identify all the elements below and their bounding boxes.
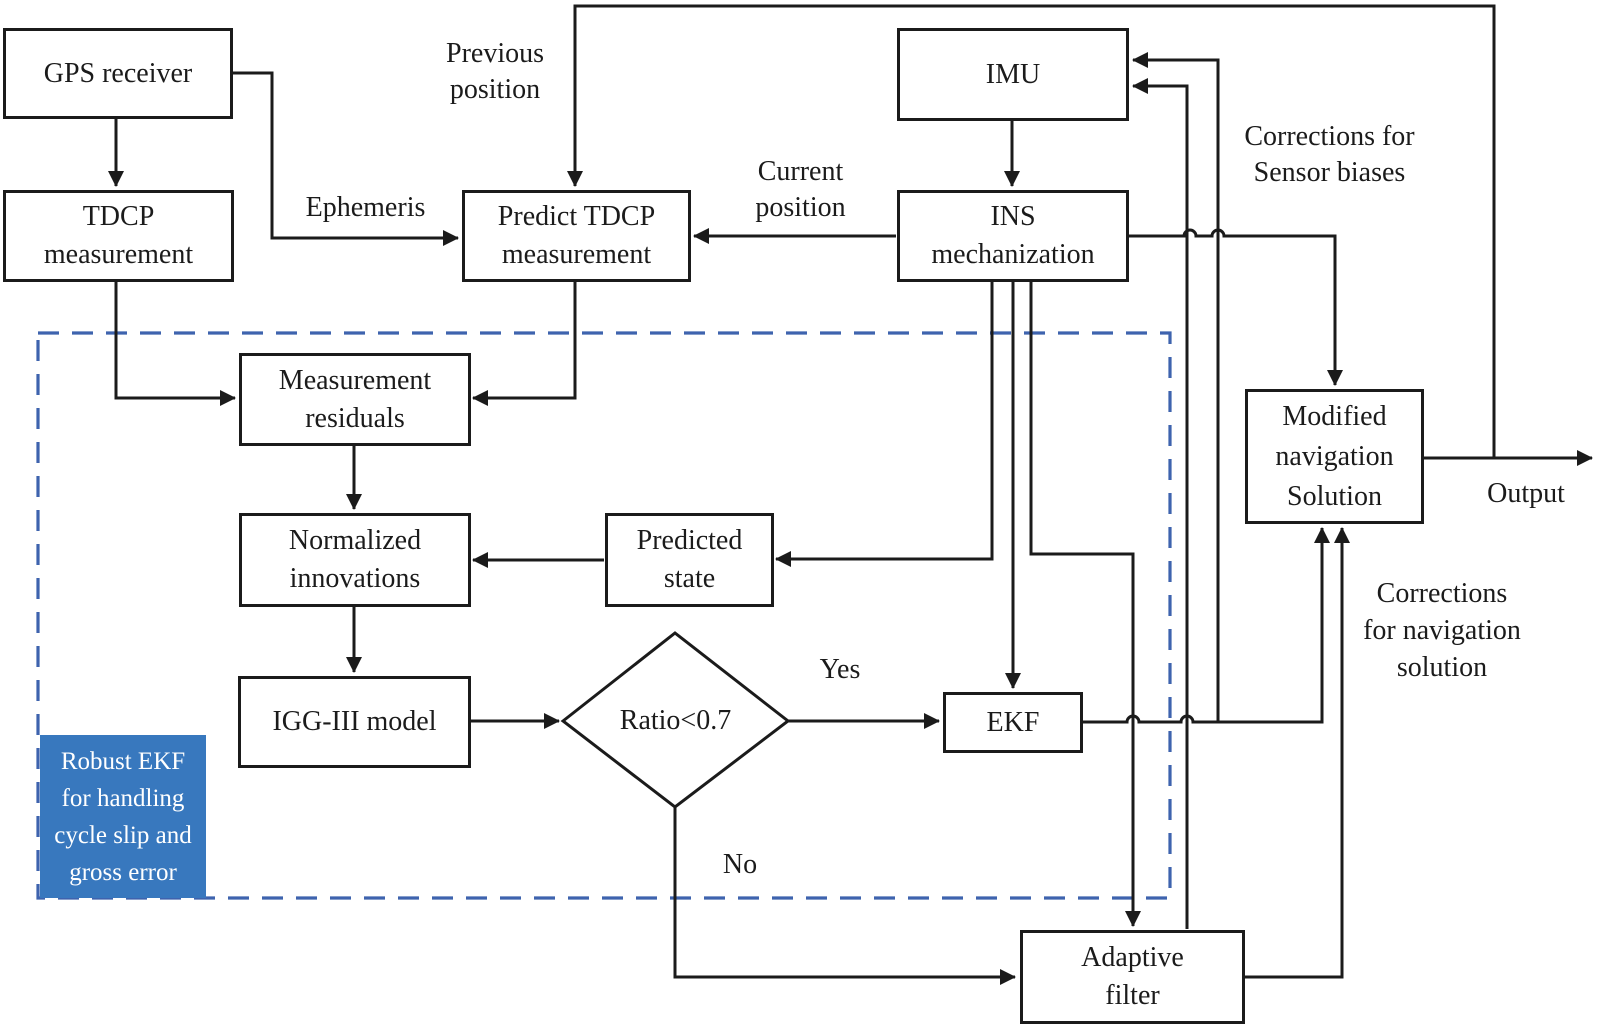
- connector-tdcp-to-residuals: [114, 282, 236, 406]
- connector-adaptive-to-modifiednav: [1245, 527, 1350, 979]
- robust-ekf-annotation-line4: gross error: [69, 858, 177, 886]
- box-measurement-residuals-label2: residuals: [305, 402, 405, 434]
- box-gps-receiver: GPS receiver: [3, 28, 233, 119]
- label-previous-position-line1: Previous: [446, 38, 544, 69]
- box-tdcp-measurement: TDCP measurement: [3, 190, 234, 282]
- connector-adaptive-biases-to-imu: [1132, 78, 1189, 929]
- connector-gps-ephemeris-to-predict: [233, 71, 459, 246]
- robust-ekf-annotation-line1: Robust EKF: [60, 747, 186, 775]
- label-corrections-sensor-line1: Corrections for: [1244, 121, 1415, 152]
- label-yes: Yes: [819, 654, 861, 685]
- label-output: Output: [1487, 478, 1565, 509]
- connector-ekf-biases-to-imu: [1132, 52, 1220, 722]
- decision-ratio-label: Ratio<0.7: [619, 705, 732, 736]
- box-predict-tdcp-measurement: Predict TDCP measurement: [462, 190, 691, 282]
- box-gps-receiver-label: GPS receiver: [43, 57, 193, 89]
- robust-ekf-dashed-region: [36, 331, 1172, 900]
- box-predict-tdcp-label: Predict TDCP: [497, 201, 656, 232]
- label-corrections-sensor-line2: Sensor biases: [1253, 157, 1406, 188]
- label-corrections-nav-line3: solution: [1396, 651, 1488, 683]
- box-adaptive-filter-label: Adaptive: [1081, 942, 1184, 973]
- box-adaptive-filter-label2: filter: [1105, 980, 1160, 1011]
- connector-decision-no-to-adaptive: [673, 807, 1016, 985]
- box-imu: IMU: [897, 28, 1129, 121]
- box-ekf-label: EKF: [986, 706, 1040, 738]
- label-ephemeris: Ephemeris: [305, 192, 426, 223]
- box-normalized-innovations-label: Normalized: [288, 525, 422, 556]
- connector-ekf-to-modifiednav: [1083, 527, 1330, 724]
- box-igg-iii-model-label: IGG-III model: [272, 706, 437, 737]
- label-corrections-nav-line1: Corrections: [1376, 577, 1508, 609]
- box-ins-label: INS: [990, 201, 1036, 232]
- box-igg-iii-model: IGG-III model: [238, 676, 471, 768]
- box-ekf: EKF: [943, 692, 1083, 753]
- label-previous-position: Previous position: [425, 34, 565, 110]
- box-tdcp-measurement-label: TDCP: [82, 201, 155, 232]
- label-current-position-line1: Current: [757, 156, 844, 187]
- box-modified-navigation-solution: Modified navigation Solution: [1245, 389, 1424, 524]
- box-modified-nav-label2: navigation: [1275, 440, 1394, 472]
- label-corrections-nav-line2: for navigation: [1363, 614, 1521, 646]
- box-modified-nav-label: Modified: [1282, 400, 1387, 432]
- box-ins-label2: mechanization: [931, 239, 1095, 270]
- decision-diamond: [560, 631, 791, 809]
- connector-output-feedback-previous-position: [567, 4, 1496, 458]
- connector-ins-to-predictedstate: [775, 282, 994, 567]
- box-measurement-residuals: Measurement residuals: [239, 353, 471, 446]
- box-modified-nav-label3: Solution: [1287, 480, 1382, 512]
- box-predict-tdcp-label2: measurement: [501, 239, 652, 270]
- box-predicted-state: Predicted state: [605, 513, 774, 607]
- box-predicted-state-label2: state: [663, 563, 716, 594]
- label-current-position-line2: position: [755, 192, 846, 223]
- label-no: No: [722, 849, 758, 880]
- box-measurement-residuals-label: Measurement: [278, 364, 432, 396]
- box-predicted-state-label: Predicted: [636, 525, 743, 556]
- robust-ekf-annotation-line2: for handling: [61, 784, 185, 812]
- connector-predict-to-residuals: [472, 282, 577, 406]
- connector-ins-to-modifiednav: [1129, 228, 1343, 386]
- label-corrections-sensor-biases: Corrections for Sensor biases: [1222, 118, 1437, 192]
- robust-ekf-annotation-line3: cycle slip and: [54, 821, 192, 849]
- box-adaptive-filter: Adaptive filter: [1020, 930, 1245, 1024]
- box-ins-mechanization: INS mechanization: [897, 190, 1129, 282]
- box-tdcp-measurement-label2: measurement: [43, 239, 194, 270]
- box-normalized-innovations: Normalized innovations: [239, 513, 471, 607]
- label-corrections-navigation: Corrections for navigation solution: [1342, 570, 1542, 690]
- label-previous-position-line2: position: [449, 74, 541, 105]
- label-current-position: Current position: [728, 152, 873, 228]
- box-imu-label: IMU: [985, 58, 1041, 90]
- box-normalized-innovations-label2: innovations: [289, 563, 421, 594]
- connector-ins-to-adaptive: [1029, 282, 1141, 927]
- robust-ekf-annotation: Robust EKF for handling cycle slip and g…: [40, 735, 206, 898]
